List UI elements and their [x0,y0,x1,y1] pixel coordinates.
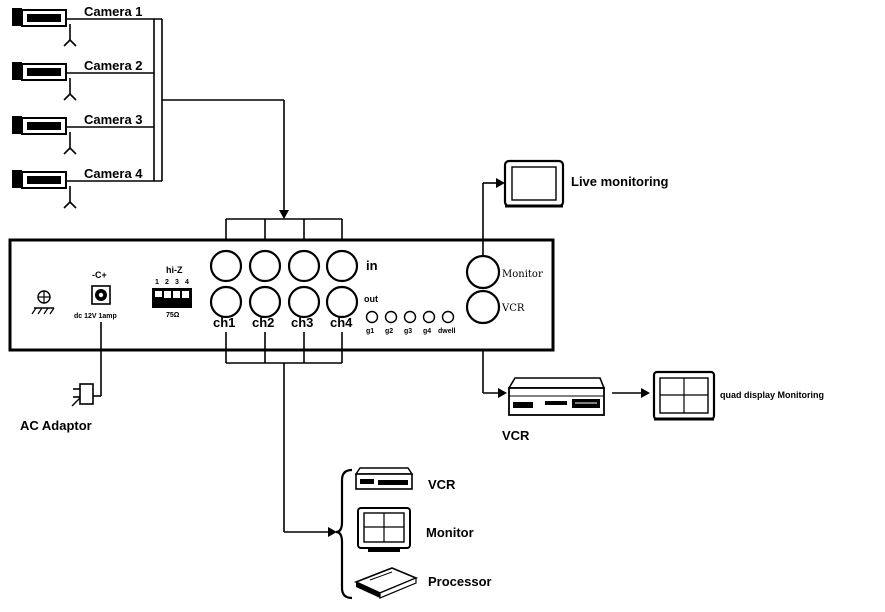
bnc-out-ch2[interactable] [248,285,282,319]
dip-number-2: 2 [165,279,169,286]
camera-4-label: Camera 4 [84,166,143,181]
button-g2[interactable] [384,310,398,324]
quad-display-label: quad display Monitoring [720,390,824,400]
camera-2-label: Camera 2 [84,58,143,73]
arrow-right-icon [641,388,650,398]
vcr-main: VCR [482,350,606,443]
monitor-port[interactable] [465,254,501,290]
dip-number-3: 3 [175,279,179,286]
camera-3-icon [12,116,77,155]
camera-2-icon [12,62,77,101]
button-label-dwell: dwell [438,328,456,335]
button-label-g1: g1 [366,328,374,335]
button-label-g3: g3 [404,328,412,335]
bnc-out-ch1[interactable] [209,285,243,319]
button-g4[interactable] [422,310,436,324]
channel-label-ch2: ch2 [252,315,274,330]
button-dwell[interactable] [441,310,455,324]
camera-1-label: Camera 1 [84,4,143,19]
output-vcr: VCR [354,467,456,492]
vcr-port-label: VCR [501,303,525,314]
arrow-right-icon [328,527,337,537]
vcr-small-icon [354,467,414,490]
row-out-label: out [364,294,378,304]
bnc-in-ch3[interactable] [287,249,321,283]
camera-4-icon [12,170,77,209]
brace [335,468,353,600]
processor-icon [353,567,419,599]
camera-2: Camera 2 [12,58,154,101]
arrow-right-icon [496,178,505,188]
ground-icon [31,290,55,315]
monitor-small-icon [357,507,411,552]
camera-1-icon [12,8,77,47]
output-processor: Processor [353,567,492,599]
vcr-main-icon [507,377,606,416]
dip-title: hi-Z [166,265,183,275]
row-in-label: in [366,258,378,273]
ac-adaptor-label: AC Adaptor [20,418,92,433]
channel-label-ch4: ch4 [330,315,353,330]
button-g1[interactable] [365,310,379,324]
monitor-port-label: Monitor [502,269,543,280]
bnc-in-ch4[interactable] [325,249,359,283]
live-monitoring-label: Live monitoring [571,174,669,189]
bnc-out-ch4[interactable] [325,285,359,319]
power-jack[interactable]: -C+ dc 12V 1amp [74,270,117,320]
channel-label-ch3: ch3 [291,315,313,330]
power-polarity-label: -C+ [92,270,107,280]
live-monitor-icon [503,159,565,208]
camera-3: Camera 3 [12,112,154,155]
camera-bus [153,19,343,240]
output-monitor-label: Monitor [426,525,474,540]
dip-bottom-label: 75Ω [166,312,180,319]
bnc-in-ch2[interactable] [248,249,282,283]
ac-adaptor: AC Adaptor [20,322,102,433]
output-bus [225,332,353,600]
quad-display: quad display Monitoring [612,370,824,421]
camera-4: Camera 4 [12,166,162,209]
button-label-g4: g4 [423,328,431,335]
vcr-main-label: VCR [502,428,530,443]
output-processor-label: Processor [428,574,492,589]
live-monitor: Live monitoring [482,159,669,256]
button-label-g2: g2 [385,328,393,335]
vcr-port[interactable] [465,289,501,325]
bnc-out-ch3[interactable] [287,285,321,319]
dip-number-4: 4 [185,279,189,286]
arrow-down-icon [279,210,289,219]
dip-switch[interactable]: hi-Z 1 2 3 4 75Ω [152,265,192,319]
plug-icon [71,383,94,407]
channel-label-ch1: ch1 [213,315,235,330]
output-vcr-label: VCR [428,477,456,492]
dip-number-1: 1 [155,279,159,286]
power-spec-label: dc 12V 1amp [74,313,117,320]
arrow-right-icon [498,388,507,398]
output-monitor: Monitor [357,507,474,552]
camera-1: Camera 1 [12,4,162,47]
camera-3-label: Camera 3 [84,112,143,127]
button-g3[interactable] [403,310,417,324]
bnc-in-ch1[interactable] [209,249,243,283]
quad-monitor-icon [652,370,716,421]
